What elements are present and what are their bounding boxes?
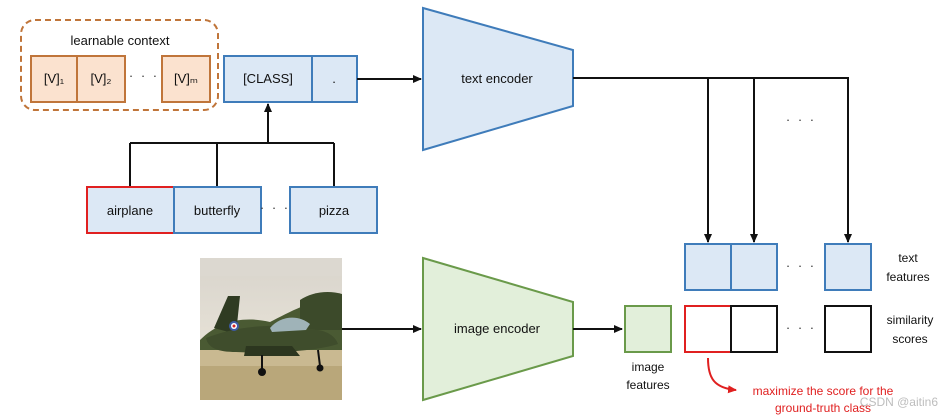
text-features-label-2: features: [886, 270, 929, 284]
class-label-airplane: airplane: [107, 203, 153, 218]
similarity-dots: · · ·: [786, 320, 816, 335]
context-dots: · · ·: [129, 68, 159, 83]
image-features-label-1: image: [632, 360, 665, 374]
image-features-label-2: features: [626, 378, 669, 392]
similarity-box-n: [824, 305, 872, 353]
context-token-m: [161, 55, 211, 103]
class-label-butterfly: butterfly: [194, 203, 241, 218]
context-token-m-label: [V]ₘ: [174, 71, 198, 86]
similarity-label-1: similarity: [887, 313, 934, 327]
period-token-label: .: [332, 71, 336, 86]
context-token-1-label: [V]₁: [44, 71, 65, 86]
class-box-airplane: [86, 186, 175, 234]
similarity-box-2: [730, 305, 778, 353]
class-token-label: [CLASS]: [243, 71, 293, 86]
image-features-box: [624, 305, 672, 353]
maximize-annotation-arrow: [707, 357, 737, 394]
maximize-annotation-line-1: maximize the score for the: [753, 384, 894, 398]
text-feature-box-1: [684, 243, 732, 291]
maximize-annotation-line-2: ground-truth class: [775, 401, 871, 415]
class-label-pizza: pizza: [319, 203, 350, 218]
image-encoder-label: image encoder: [454, 321, 541, 336]
learnable-context-group: [20, 19, 219, 111]
text-features-dots: · · ·: [786, 258, 816, 273]
class-dots: · · ·: [260, 200, 290, 215]
text-encoder-label: text encoder: [461, 71, 533, 86]
image-encoder: [422, 256, 574, 402]
similarity-label-2: scores: [892, 332, 927, 346]
learnable-context-label: learnable context: [70, 33, 169, 48]
text-feature-box-2: [730, 243, 778, 291]
text-encoder: [422, 6, 574, 152]
context-token-2-label: [V]₂: [91, 71, 112, 86]
input-image: [200, 258, 342, 400]
class-box-pizza: [289, 186, 378, 234]
class-box-butterfly: [173, 186, 262, 234]
similarity-box-1: [684, 305, 732, 353]
text-features-label-1: text: [898, 251, 918, 265]
class-token-box: [223, 55, 313, 103]
text-feature-box-n: [824, 243, 872, 291]
bus-dots: · · ·: [786, 112, 816, 127]
context-token-2: [76, 55, 126, 103]
watermark: CSDN @aitin6: [860, 395, 939, 409]
